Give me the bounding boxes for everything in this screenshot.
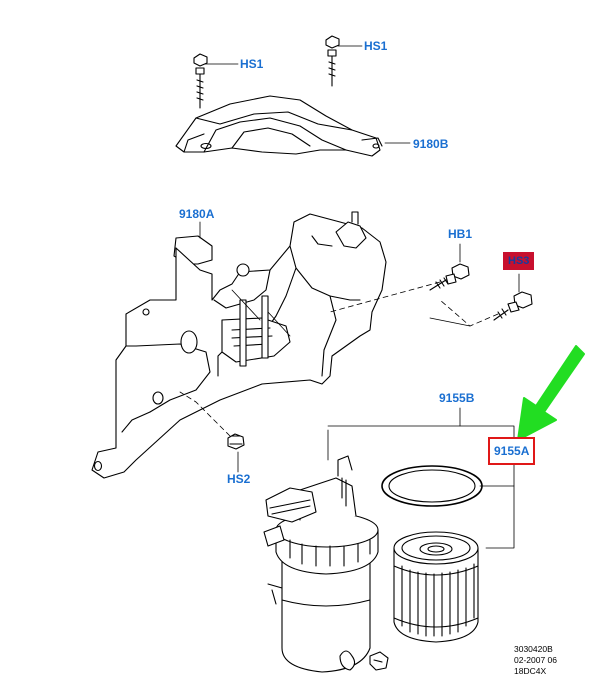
green-arrow xyxy=(517,345,585,441)
filter-element xyxy=(393,531,479,643)
bolt-hb1 xyxy=(429,263,470,291)
bracket-9180a xyxy=(91,211,387,479)
label-9155a: 9155A xyxy=(494,444,530,458)
bolt-hs1-left xyxy=(193,53,208,109)
bolt-hs2 xyxy=(227,433,245,450)
ref-engine: 18DC4X xyxy=(514,666,547,676)
ref-code: 3030420B xyxy=(514,644,553,654)
heat-shield-9180b xyxy=(175,95,383,157)
label-9155b: 9155B xyxy=(439,391,475,405)
label-9180b: 9180B xyxy=(413,137,449,151)
highlight-box-9155a: 9155A xyxy=(488,437,536,465)
o-ring xyxy=(381,465,483,507)
label-9180a: 9180A xyxy=(179,207,215,221)
bolt-hs3 xyxy=(493,291,533,321)
label-hs2: HS2 xyxy=(227,472,251,486)
label-hs1-left: HS1 xyxy=(240,57,264,71)
bolt-hs1-right xyxy=(325,35,340,87)
label-hs1-right: HS1 xyxy=(364,39,388,53)
fuel-filter-housing xyxy=(263,455,389,673)
diagram-reference: 3030420B 02-2007 06 18DC4X xyxy=(514,644,557,677)
label-hb1: HB1 xyxy=(448,227,473,241)
label-hs3: HS3 xyxy=(503,252,535,270)
ref-date: 02-2007 06 xyxy=(514,655,558,665)
